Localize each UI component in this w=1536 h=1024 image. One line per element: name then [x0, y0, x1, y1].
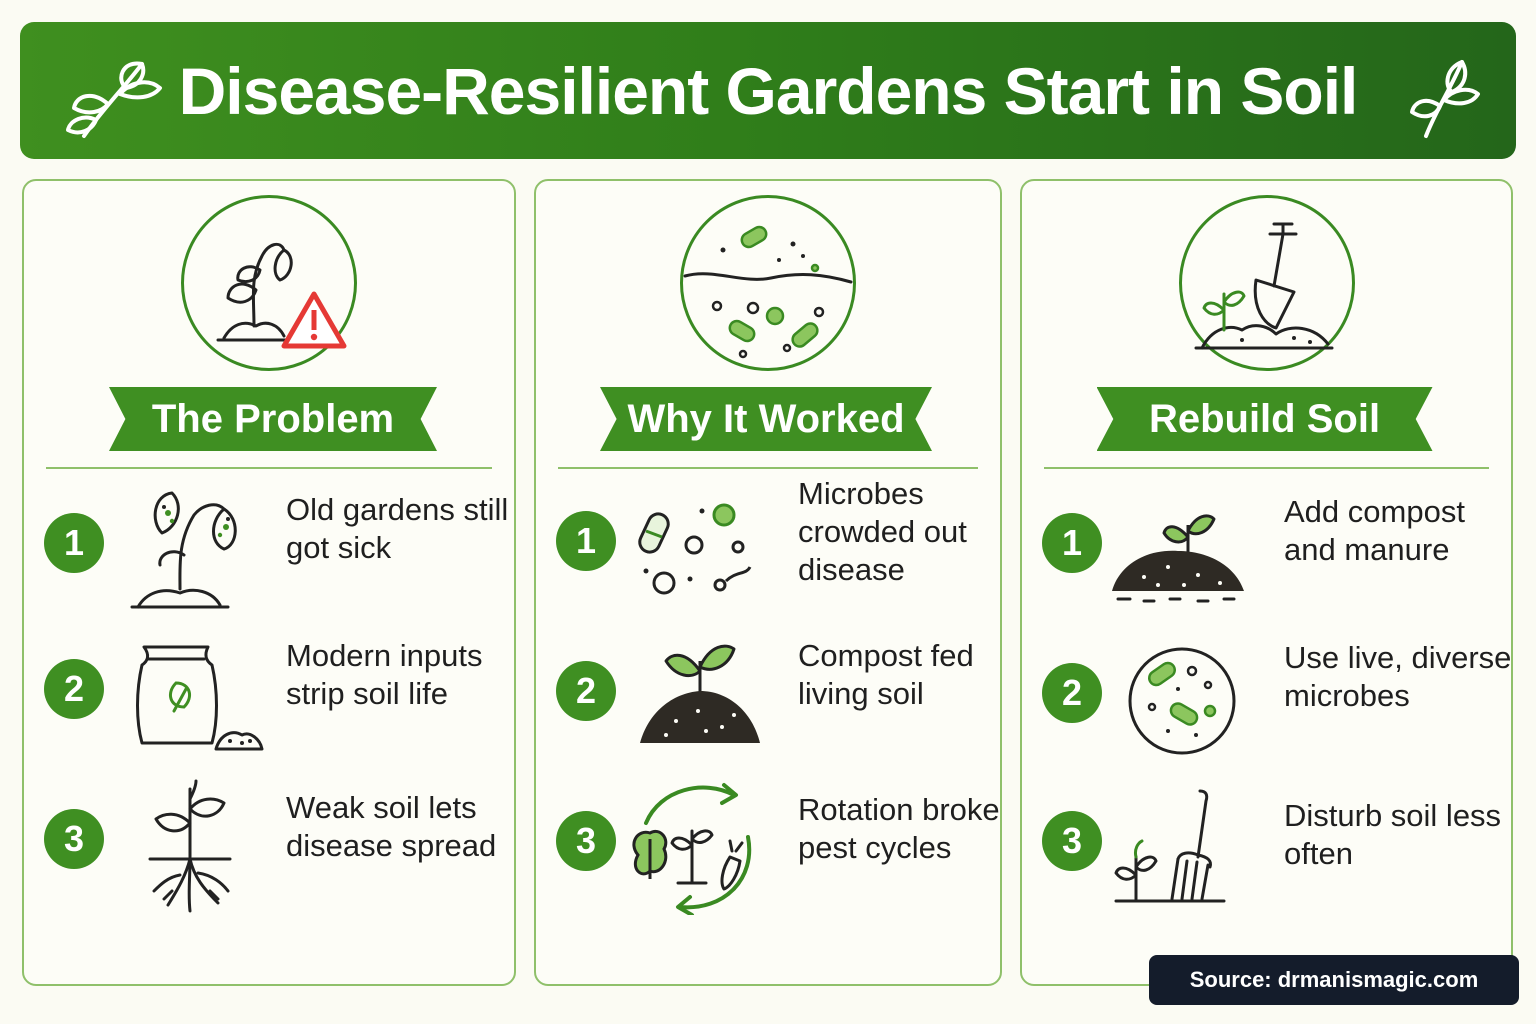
- item-text: Microbes crowded out disease: [798, 476, 967, 587]
- step-number-badge: 2: [556, 661, 616, 721]
- petri-dish-icon: [1128, 647, 1236, 755]
- list-item: 2 Modern inputs strip soil life: [24, 631, 514, 761]
- section-title: Rebuild Soil: [1096, 387, 1433, 451]
- list-item: 3 Disturb soil less often: [1022, 779, 1511, 909]
- shovel-soil-icon: [1194, 222, 1333, 350]
- item-text: Modern inputs strip soil life: [286, 638, 483, 711]
- compost-sprout-icon: [640, 644, 760, 743]
- panel-why-it-worked: Why It Worked 1 Microbes crowded out dis…: [534, 179, 1002, 986]
- list-item: 2 Compost fed living soil: [536, 631, 1000, 761]
- leaf-sprig-icon: [1410, 60, 1480, 138]
- step-number-badge: 3: [44, 809, 104, 869]
- section-title: The Problem: [109, 387, 437, 451]
- item-text: Compost fed living soil: [798, 638, 974, 711]
- garden-fork-icon: [1114, 789, 1226, 903]
- step-number-badge: 3: [1042, 811, 1102, 871]
- section-title: Why It Worked: [600, 387, 932, 451]
- divider: [46, 467, 492, 469]
- microbes-icon: [638, 503, 752, 595]
- source-credit: Source: drmanismagic.com: [1149, 955, 1519, 1005]
- plant-roots-icon: [148, 779, 232, 913]
- step-number-badge: 1: [44, 513, 104, 573]
- item-text: Weak soil lets disease spread: [286, 790, 497, 863]
- step-number-badge: 2: [1042, 663, 1102, 723]
- panel-the-problem: The Problem 1 Old gardens still got sick…: [22, 179, 516, 986]
- step-number-badge: 1: [556, 511, 616, 571]
- step-number-badge: 2: [44, 659, 104, 719]
- sick-plant-icon: [130, 491, 237, 609]
- list-item: 3 Weak soil lets disease spread: [24, 779, 514, 913]
- list-item: 3 Rotation broke pest cycles: [536, 779, 1000, 915]
- item-text: Rotation broke pest cycles: [798, 792, 1000, 865]
- fertilizer-bag-icon: [136, 645, 264, 751]
- hero-icon-container: [1178, 195, 1355, 371]
- list-item: 2 Use live, diverse microbes: [1022, 631, 1511, 761]
- list-item: 1 Microbes crowded out disease: [536, 476, 1000, 611]
- leaf-sprig-icon: [66, 61, 162, 138]
- compost-pile-icon: [1112, 514, 1244, 603]
- item-text: Use live, diverse microbes: [1284, 640, 1512, 713]
- step-number-badge: 3: [556, 811, 616, 871]
- hero-icon-container: [181, 195, 357, 371]
- panel-rebuild-soil: Rebuild Soil 1 Add compost and manure 2 …: [1020, 179, 1513, 986]
- list-item: 1 Add compost and manure: [1022, 481, 1511, 611]
- crop-rotation-icon: [632, 783, 752, 915]
- item-text: Add compost and manure: [1284, 494, 1465, 567]
- hero-icon-container: [680, 195, 856, 371]
- page-title: Disease-Resilient Gardens Start in Soil: [178, 53, 1359, 128]
- header-banner: Disease-Resilient Gardens Start in Soil: [20, 22, 1516, 159]
- divider: [558, 467, 978, 469]
- item-text: Old gardens still got sick: [286, 492, 509, 565]
- list-item: 1 Old gardens still got sick: [24, 481, 514, 611]
- step-number-badge: 1: [1042, 513, 1102, 573]
- wilting-plant-warning-icon: [216, 242, 347, 349]
- divider: [1044, 467, 1489, 469]
- item-text: Disturb soil less often: [1284, 798, 1502, 871]
- soil-microbes-icon: [683, 225, 853, 359]
